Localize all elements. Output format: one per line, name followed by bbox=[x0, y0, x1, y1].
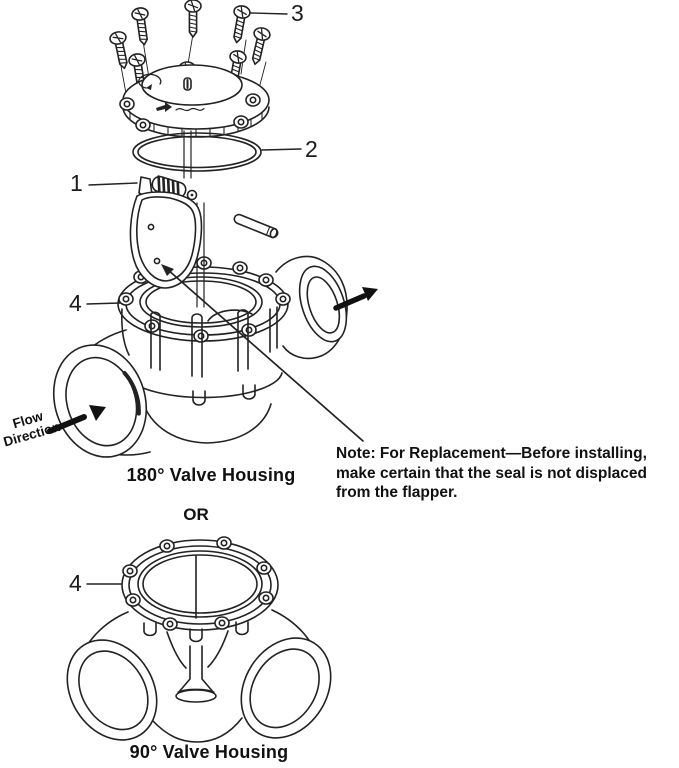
lid-ear bbox=[119, 97, 135, 111]
screw bbox=[246, 25, 272, 67]
flange-ear bbox=[232, 261, 248, 275]
lid-seal-ring bbox=[132, 132, 262, 172]
flange-ear bbox=[144, 319, 160, 333]
flange-ear bbox=[241, 323, 257, 337]
flange-ear bbox=[162, 617, 178, 631]
flow-arrow bbox=[47, 405, 106, 434]
note-line-1: Note: For Replacement—Before installing, bbox=[336, 445, 647, 462]
valve-housing-90 bbox=[66, 536, 332, 743]
leader-line-3 bbox=[250, 12, 288, 15]
valve-housing-180 bbox=[52, 255, 348, 458]
leader-line-4-top bbox=[86, 302, 121, 305]
poppet bbox=[175, 645, 217, 703]
screw bbox=[108, 29, 134, 71]
lid-ear bbox=[245, 93, 261, 107]
screw bbox=[130, 6, 154, 47]
outlet-arrow bbox=[333, 287, 378, 311]
flange-90 bbox=[121, 536, 279, 643]
flapper-seal bbox=[136, 196, 197, 282]
inlet-port bbox=[52, 329, 151, 458]
note-line-2: make certain that the seal is not displa… bbox=[336, 464, 647, 482]
housing-body-180 bbox=[121, 306, 283, 444]
lid-ear bbox=[135, 118, 151, 132]
flapper bbox=[129, 191, 203, 289]
leader-line-1 bbox=[88, 182, 138, 186]
flange-ear bbox=[125, 593, 141, 607]
note-text: Note: For Replacement—Before installing,… bbox=[336, 444, 647, 503]
lid-marking bbox=[138, 73, 205, 112]
callout-2: 2 bbox=[305, 136, 318, 162]
callout-leader-lines bbox=[86, 12, 302, 585]
flange-ear bbox=[193, 329, 209, 343]
callout-4-90: 4 bbox=[69, 570, 82, 596]
flange-ear bbox=[159, 539, 175, 553]
flange-ear bbox=[256, 561, 272, 575]
flange-ear bbox=[258, 591, 274, 605]
screw bbox=[184, 0, 202, 38]
callout-3: 3 bbox=[291, 0, 304, 26]
screw bbox=[227, 3, 252, 45]
flange-ear bbox=[258, 273, 274, 287]
flange-ear bbox=[214, 616, 230, 630]
note-line-3: from the flapper. bbox=[336, 484, 458, 501]
flange-ear bbox=[216, 536, 232, 550]
note-leader-line bbox=[161, 264, 364, 442]
caption-180-valve-housing: 180° Valve Housing bbox=[126, 465, 296, 485]
hinge-pin bbox=[233, 213, 279, 239]
lid-arrow-icon bbox=[156, 102, 172, 112]
leader-line-2 bbox=[261, 148, 302, 151]
port-right-90 bbox=[240, 637, 332, 739]
outlet-port bbox=[275, 255, 348, 360]
callout-1: 1 bbox=[70, 170, 83, 196]
flange-ear bbox=[118, 292, 134, 306]
flapper-assembly bbox=[129, 130, 279, 308]
caption-90-valve-housing: 90° Valve Housing bbox=[129, 742, 289, 762]
or-label: OR bbox=[183, 505, 209, 524]
valve-lid bbox=[119, 64, 270, 138]
flange-ear bbox=[275, 292, 291, 306]
lid-ear bbox=[233, 115, 249, 129]
callout-4-180: 4 bbox=[69, 290, 82, 316]
flange-ear bbox=[122, 564, 138, 578]
port-left-90 bbox=[66, 639, 158, 741]
